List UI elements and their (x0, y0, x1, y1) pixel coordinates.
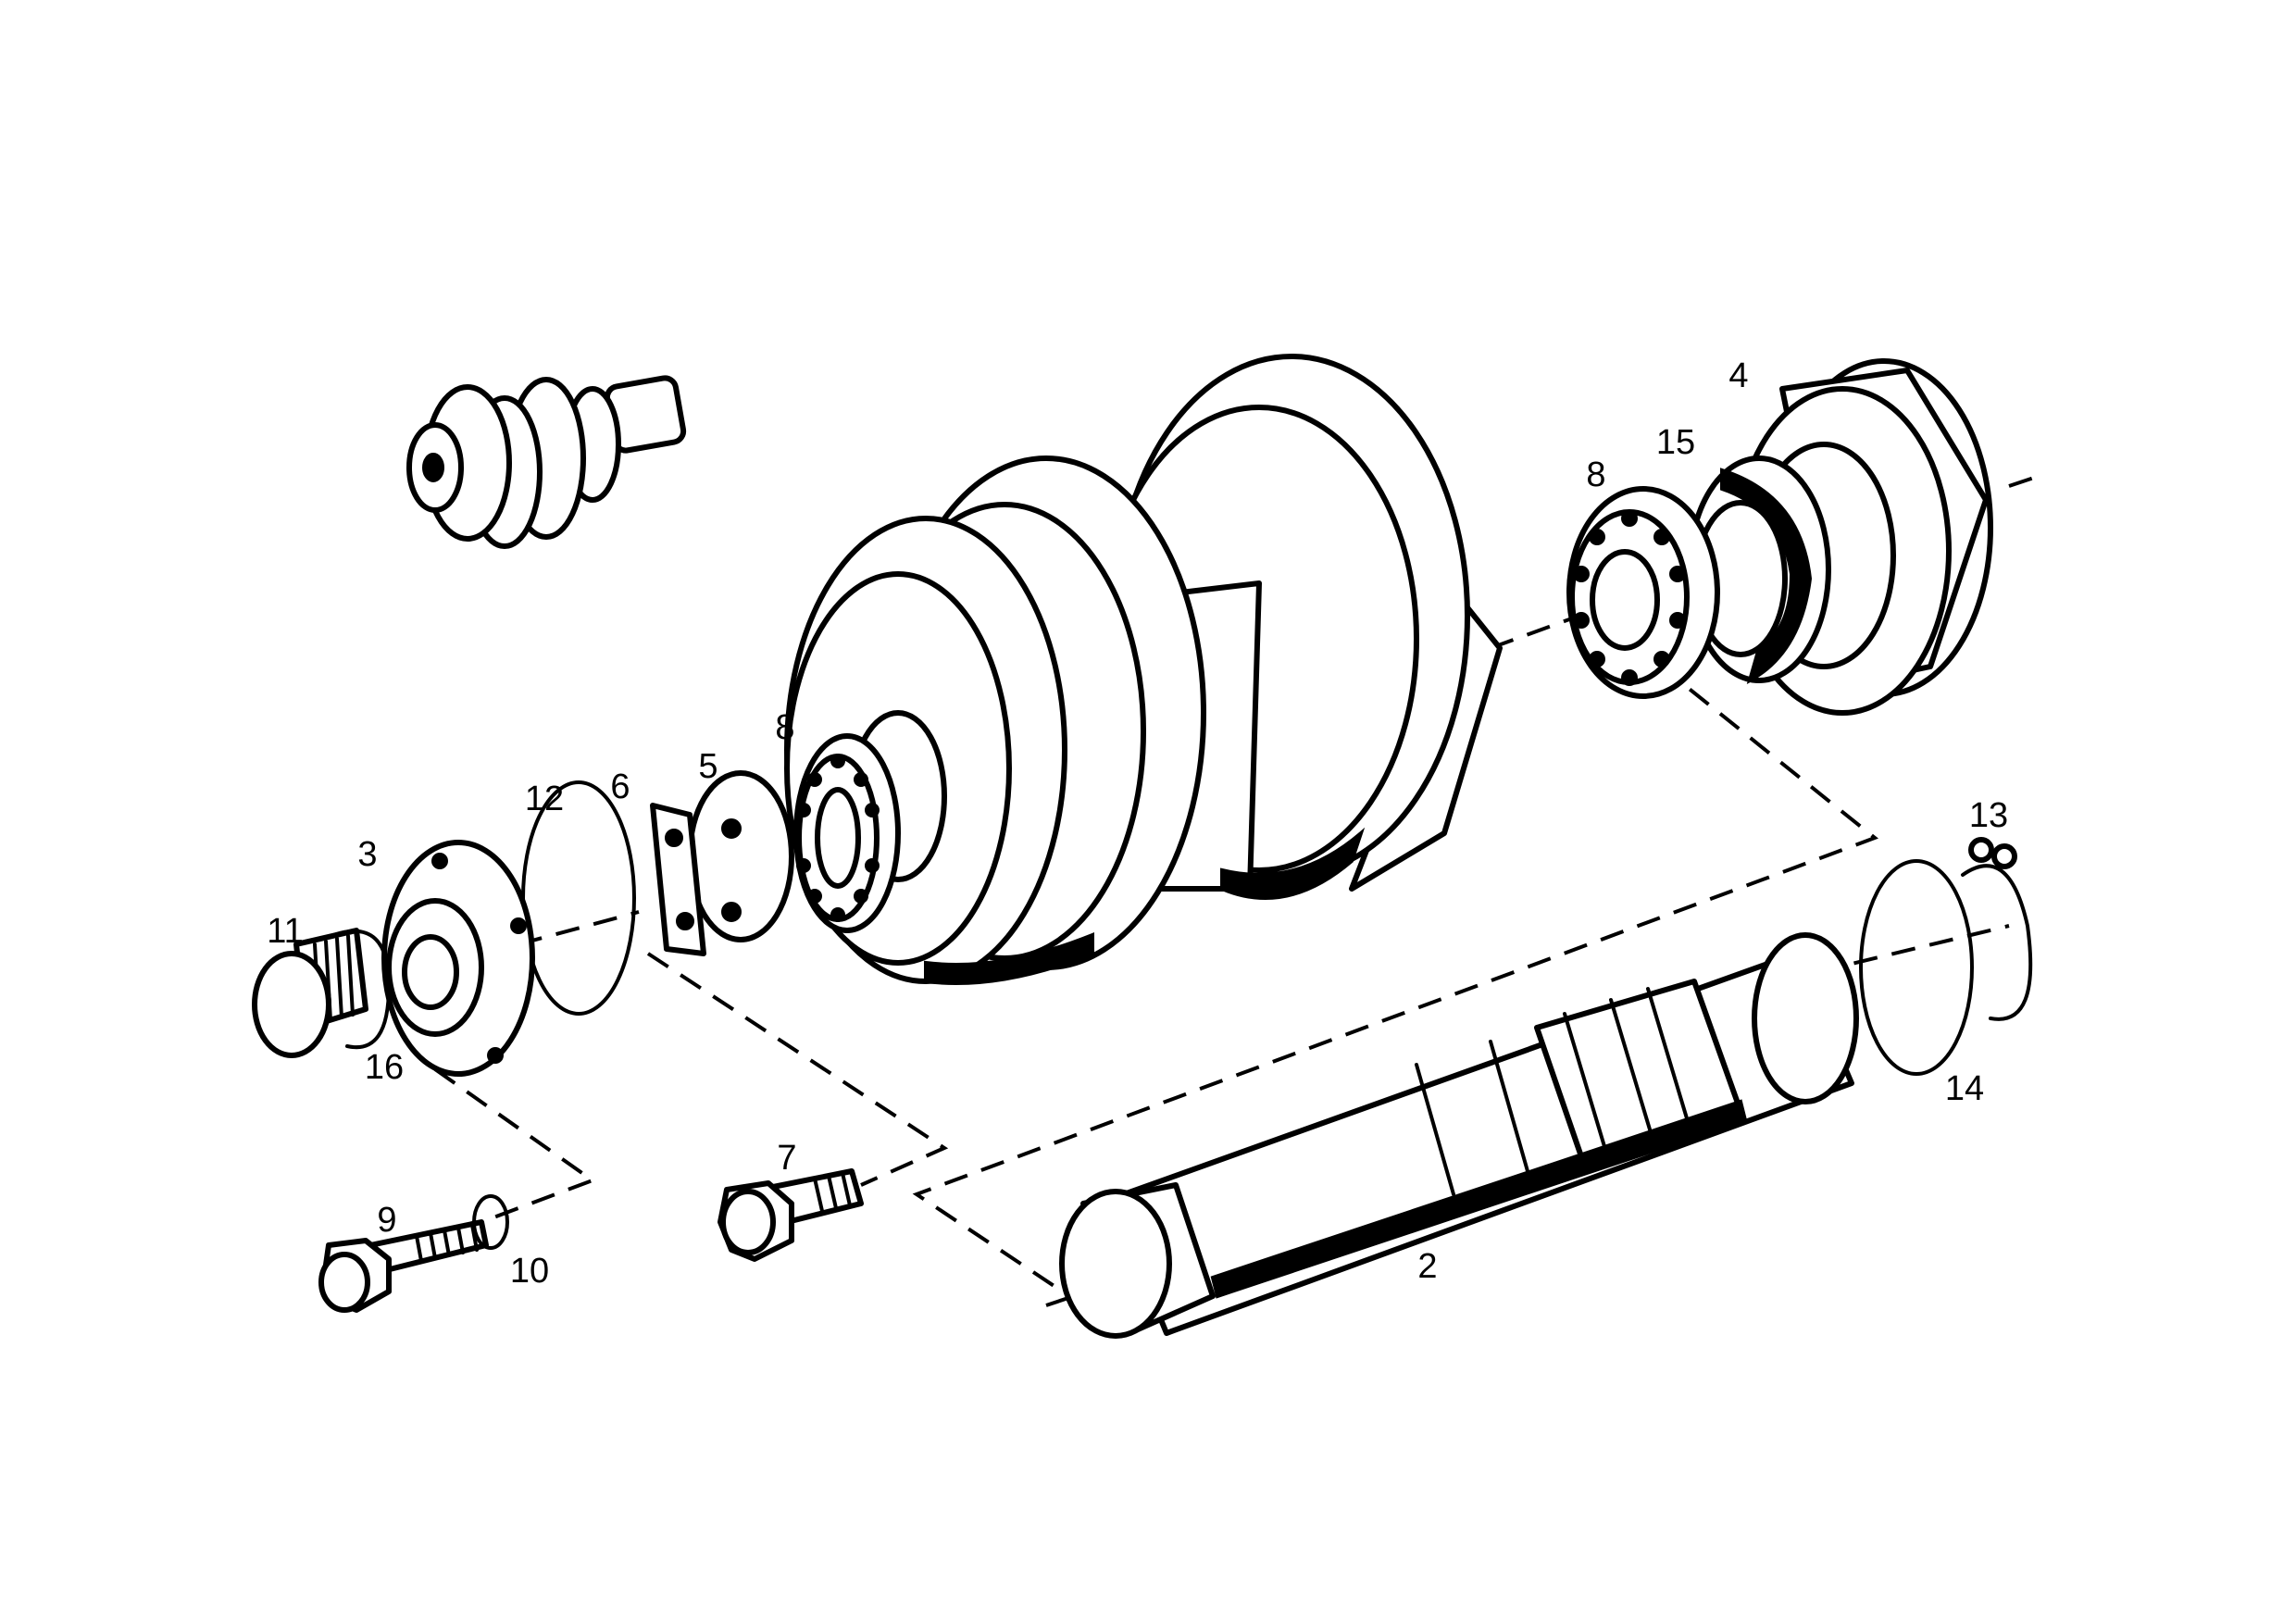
bearing-left-rollers (796, 754, 880, 922)
bolt-9 (318, 1219, 489, 1313)
callout-8-left: 8 (775, 708, 794, 747)
callout-10: 10 (510, 1252, 549, 1291)
snap-ring-16 (331, 929, 392, 1050)
callout-5: 5 (698, 747, 718, 786)
assembled-roller-inset (406, 375, 687, 549)
callout-4: 4 (1728, 356, 1748, 395)
roller-body (784, 354, 1503, 985)
bearing-right-rollers (1573, 510, 1686, 686)
callout-12: 12 (525, 780, 564, 818)
callout-7: 7 (777, 1139, 796, 1178)
washer-10 (472, 1194, 509, 1250)
seal-ring (1687, 455, 1831, 685)
callout-11: 11 (267, 912, 303, 951)
callout-14: 14 (1945, 1069, 1984, 1108)
callout-6: 6 (610, 767, 630, 806)
bearing-left (793, 733, 901, 933)
cap-disc (687, 770, 794, 942)
shaft (1059, 932, 1859, 1339)
ring-14 (1859, 859, 1974, 1076)
callout-16: 16 (365, 1048, 404, 1087)
callout-8-right: 8 (1586, 455, 1605, 494)
bolt-7-thread (813, 1171, 852, 1213)
callout-9: 9 (377, 1201, 396, 1240)
callout-13: 13 (1969, 796, 2008, 835)
circlip-13 (1961, 837, 2033, 1021)
callout-2: 2 (1417, 1247, 1437, 1286)
end-cover-flange (381, 840, 535, 1077)
lock-plate (650, 803, 706, 956)
callout-labels: 2 3 4 5 6 7 8 8 9 10 11 12 13 14 15 16 (267, 356, 2008, 1291)
callout-3: 3 (357, 835, 377, 874)
bearing-right (1566, 486, 1720, 699)
callout-15: 15 (1656, 423, 1695, 462)
plug (252, 928, 368, 1058)
bolt-7 (718, 1168, 864, 1262)
